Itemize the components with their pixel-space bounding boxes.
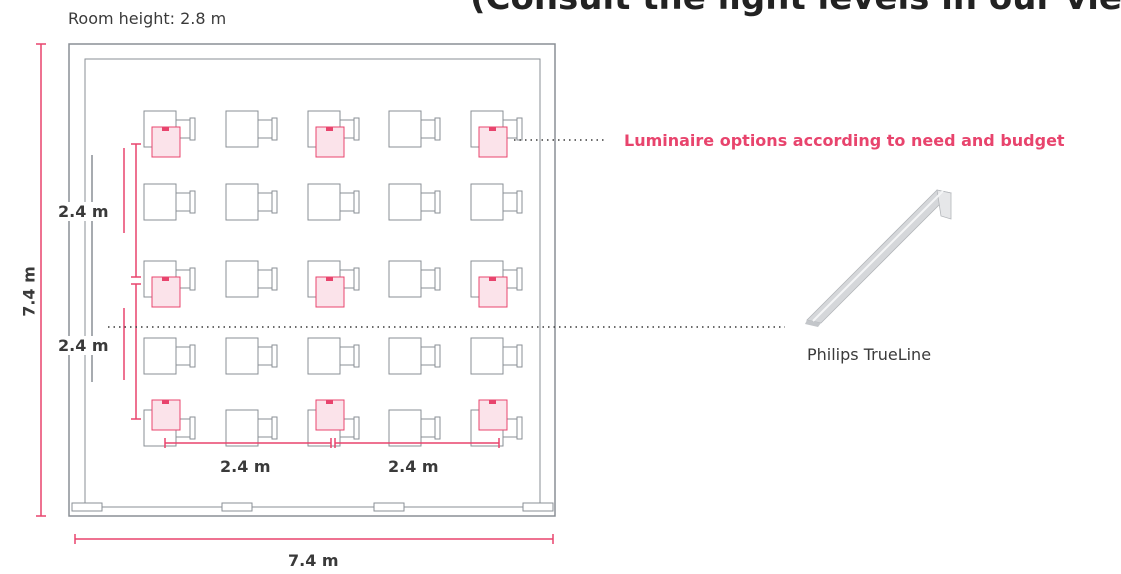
chair-icon	[175, 344, 196, 368]
room-depth-label: 7.4 m	[19, 266, 39, 317]
luminaire-marker	[478, 399, 508, 431]
room-width-label: 7.4 m	[288, 551, 339, 570]
window-1	[71, 502, 103, 512]
product-name: Philips TrueLine	[807, 345, 932, 364]
workstation	[388, 409, 441, 447]
chair-icon	[175, 190, 196, 214]
desk-grid	[143, 110, 523, 447]
workstation	[143, 110, 196, 158]
chair-icon	[420, 190, 441, 214]
horizontal-spacing-label-2: 2.4 m	[388, 457, 439, 476]
workstation	[143, 260, 196, 308]
luminaire-marker	[315, 276, 345, 308]
workstation	[225, 110, 278, 148]
desk	[388, 110, 422, 148]
workstation	[470, 337, 523, 375]
window-2	[221, 502, 253, 512]
workstation	[143, 399, 196, 447]
trueline-luminaire-icon	[805, 189, 952, 327]
luminaire-marker	[151, 399, 181, 431]
luminaire-marker	[478, 276, 508, 308]
chair-icon	[339, 190, 360, 214]
room-walls	[68, 43, 556, 517]
workstation	[225, 183, 278, 221]
workstation	[388, 183, 441, 221]
workstation	[225, 260, 278, 298]
desk	[225, 337, 259, 375]
workstation	[470, 183, 523, 221]
workstation	[388, 260, 441, 298]
room-height-label: Room height: 2.8 m	[68, 9, 227, 28]
desk	[388, 183, 422, 221]
desk	[225, 409, 259, 447]
desk	[388, 260, 422, 298]
luminaire-marker	[151, 276, 181, 308]
window-3	[373, 502, 405, 512]
desk	[470, 337, 504, 375]
workstation	[470, 110, 523, 158]
desk	[225, 110, 259, 148]
horizontal-spacing-label-1: 2.4 m	[220, 457, 271, 476]
chair-icon	[420, 344, 441, 368]
workstation	[307, 337, 360, 375]
horizontal-spacing-lines	[164, 438, 500, 448]
workstation	[143, 183, 196, 221]
window-4	[522, 502, 554, 512]
chair-icon	[257, 267, 278, 291]
workstation	[225, 409, 278, 447]
workstation	[307, 399, 360, 447]
desk	[307, 183, 341, 221]
chair-icon	[257, 190, 278, 214]
desk	[470, 183, 504, 221]
workstation	[307, 260, 360, 308]
luminaire-marker	[478, 126, 508, 158]
luminaire-marker	[315, 126, 345, 158]
workstation	[470, 260, 523, 308]
desk	[143, 337, 177, 375]
chair-icon	[420, 117, 441, 141]
vertical-spacing-label-1: 2.4 m	[58, 202, 109, 221]
chair-icon	[420, 416, 441, 440]
workstation	[470, 399, 523, 447]
chair-icon	[257, 344, 278, 368]
vertical-spacing-label-2: 2.4 m	[58, 336, 109, 355]
chair-icon	[257, 117, 278, 141]
width-dimension	[74, 534, 554, 544]
workstation	[307, 110, 360, 158]
chair-icon	[339, 344, 360, 368]
luminaire-marker	[315, 399, 345, 431]
chair-icon	[420, 267, 441, 291]
chair-icon	[502, 344, 523, 368]
vertical-spacing-lines	[123, 143, 141, 420]
luminaire-marker	[151, 126, 181, 158]
workstation	[388, 110, 441, 148]
luminaire-options-callout: Luminaire options according to need and …	[624, 131, 1065, 150]
workstation	[143, 337, 196, 375]
workstation	[225, 337, 278, 375]
desk	[307, 337, 341, 375]
desk	[225, 183, 259, 221]
desk	[225, 260, 259, 298]
page-title: (Consult the light levels in our view)	[470, 0, 1121, 18]
desk	[143, 183, 177, 221]
desk	[388, 337, 422, 375]
depth-dimension	[36, 43, 46, 517]
workstation	[388, 337, 441, 375]
workstation	[307, 183, 360, 221]
chair-icon	[257, 416, 278, 440]
desk	[388, 409, 422, 447]
chair-icon	[502, 190, 523, 214]
